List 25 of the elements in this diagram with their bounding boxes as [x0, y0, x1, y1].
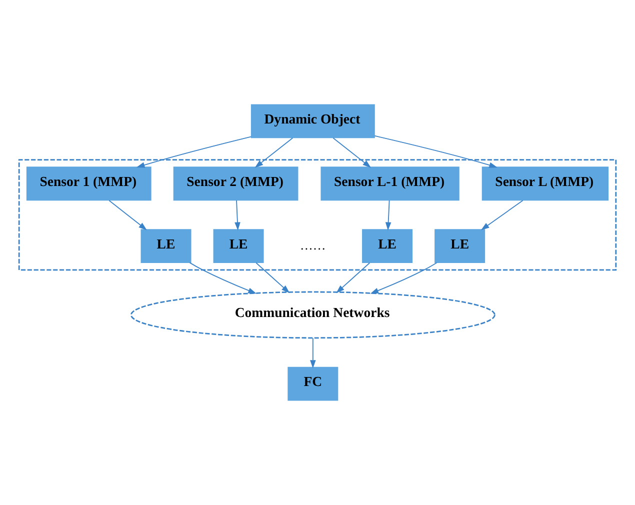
node-box: LE — [434, 229, 486, 264]
node-box: FC — [288, 366, 338, 401]
node-box: Dynamic Object — [250, 104, 375, 138]
node-box: LE — [140, 229, 192, 264]
arrow — [254, 138, 294, 168]
node-box: Sensor L-1 (MMP) — [320, 166, 460, 201]
arrow — [480, 200, 524, 230]
node-box: LE — [213, 229, 264, 264]
arrow — [234, 200, 240, 231]
node-box: LE — [362, 229, 413, 264]
arrow — [385, 200, 392, 231]
node-box: Sensor 1 (MMP) — [26, 166, 152, 201]
arrow — [332, 138, 371, 168]
arrow — [256, 262, 290, 294]
arrow — [374, 135, 498, 168]
arrow — [310, 338, 316, 368]
arrow — [336, 262, 370, 294]
arrow — [136, 136, 252, 168]
arrow — [189, 262, 256, 294]
arrow — [108, 200, 147, 230]
arrow — [370, 262, 438, 294]
node-box: Sensor 2 (MMP) — [173, 166, 298, 201]
label: …… — [300, 238, 326, 252]
node-ellipse: Communication Networks — [130, 291, 496, 339]
node-box: Sensor L (MMP) — [482, 166, 609, 201]
